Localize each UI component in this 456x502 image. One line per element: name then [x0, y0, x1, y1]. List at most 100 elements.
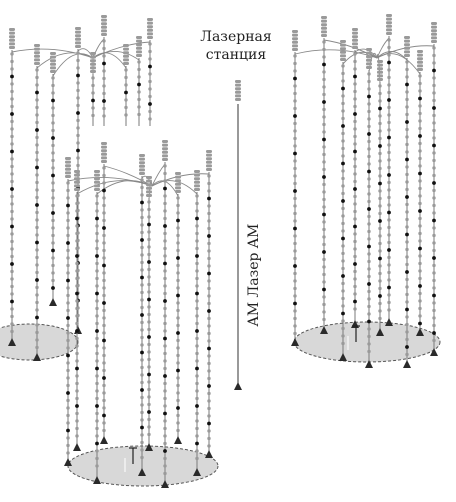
buoy-segment	[9, 31, 15, 35]
buoy-segment	[139, 172, 145, 175]
optical-module	[102, 181, 106, 185]
buoy-segment	[386, 17, 392, 21]
optical-module	[75, 284, 79, 288]
optical-module	[140, 350, 144, 355]
optical-module	[140, 388, 144, 392]
optical-module	[66, 271, 70, 275]
optical-module	[418, 156, 422, 161]
optical-module	[148, 94, 152, 99]
optical-module	[378, 106, 382, 111]
optical-module	[102, 391, 106, 395]
optical-module	[293, 301, 297, 306]
buoy-segment	[75, 27, 81, 30]
optical-module	[76, 163, 80, 168]
optical-module	[341, 154, 345, 158]
optical-module	[432, 166, 436, 170]
optical-module	[432, 218, 436, 223]
optical-module	[207, 346, 211, 351]
buoy-segment	[340, 43, 346, 47]
optical-module	[10, 149, 14, 154]
optical-module	[163, 344, 167, 348]
optical-module	[207, 384, 211, 388]
optical-module	[378, 286, 382, 291]
optical-module	[293, 196, 297, 201]
optical-module	[75, 314, 79, 318]
buoy-segment	[136, 54, 142, 57]
optical-module	[378, 84, 382, 88]
optical-module	[102, 54, 106, 58]
optical-module	[367, 282, 371, 286]
optical-module	[140, 200, 144, 205]
optical-module	[51, 226, 55, 230]
optical-module	[387, 300, 391, 305]
optical-module	[322, 137, 326, 142]
optical-module	[76, 58, 80, 63]
optical-module	[51, 151, 55, 155]
optical-module	[293, 211, 297, 216]
optical-module	[367, 147, 371, 151]
optical-module	[66, 443, 70, 448]
buoy-segment	[292, 44, 298, 48]
optical-module	[75, 261, 79, 266]
optical-module	[418, 89, 422, 93]
optical-module	[387, 195, 391, 200]
optical-module	[207, 196, 211, 201]
optical-module	[102, 368, 106, 373]
optical-module	[140, 440, 144, 445]
optical-module	[10, 262, 14, 266]
optical-module	[75, 434, 79, 438]
optical-module	[95, 411, 99, 416]
anchor	[339, 353, 347, 361]
laser-anchor	[234, 382, 242, 390]
optical-module	[95, 194, 99, 198]
optical-module	[75, 269, 79, 273]
optical-module	[10, 269, 14, 274]
buoy-segment	[404, 39, 410, 43]
buoy-segment	[101, 152, 107, 156]
optical-module	[367, 349, 371, 354]
optical-module	[207, 264, 211, 268]
optical-module	[432, 151, 436, 155]
optical-module	[341, 116, 345, 121]
buoy-segment	[162, 158, 168, 161]
optical-module	[405, 270, 409, 274]
buoy-segment	[417, 57, 423, 61]
optical-module	[140, 305, 144, 310]
optical-module	[432, 203, 436, 208]
optical-module	[75, 224, 79, 228]
optical-module	[102, 241, 106, 245]
optical-module	[367, 342, 371, 346]
buoy-segment	[101, 22, 107, 26]
optical-module	[353, 134, 357, 139]
detector-string	[33, 44, 41, 361]
optical-module	[418, 291, 422, 296]
laser-buoy-segment	[235, 83, 241, 87]
buoy-segment	[65, 157, 71, 160]
optical-module	[124, 75, 128, 80]
optical-module	[195, 389, 199, 393]
buoy-segment	[175, 175, 181, 179]
optical-module	[353, 292, 357, 296]
optical-module	[341, 176, 345, 181]
optical-module	[66, 331, 70, 335]
laser-buoy-segment	[235, 98, 241, 101]
optical-module	[387, 188, 391, 192]
optical-module	[322, 242, 326, 247]
optical-module	[163, 246, 167, 251]
optical-module	[378, 99, 382, 103]
optical-module	[137, 90, 141, 94]
optical-module	[137, 67, 141, 72]
optical-module	[140, 418, 144, 422]
optical-module	[367, 184, 371, 189]
detector-string	[416, 50, 424, 336]
detector-string	[145, 176, 153, 451]
buoy-segment	[101, 29, 107, 33]
optical-module	[405, 97, 409, 102]
junction-cable	[52, 53, 94, 77]
buoy-segment	[206, 150, 212, 153]
seabed-base	[0, 323, 79, 361]
optical-module	[35, 240, 39, 245]
buoy-segment	[417, 53, 423, 57]
optical-module	[207, 414, 211, 418]
buoy-segment	[340, 50, 346, 54]
